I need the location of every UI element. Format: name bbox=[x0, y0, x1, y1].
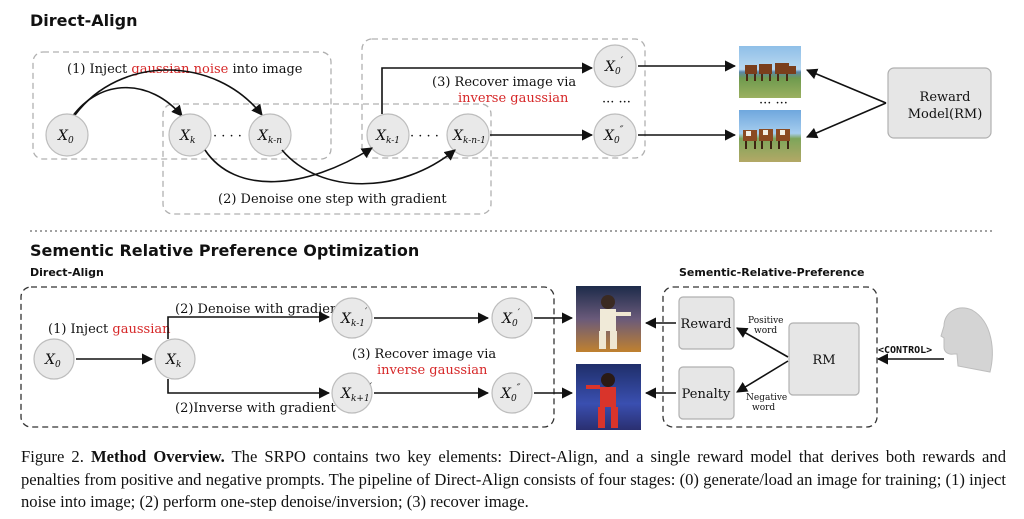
penalty-box: Penalty bbox=[678, 366, 735, 420]
node-xk-1-bottom: Xk-1′ bbox=[331, 297, 373, 339]
bottom-step1-label: (1) Inject gaussian bbox=[48, 322, 171, 337]
caption-bold: Method Overview. bbox=[90, 447, 225, 466]
section-heading-direct-align: Direct-Align bbox=[30, 11, 137, 30]
top-step2-label: (2) Denoise one step with gradient bbox=[218, 192, 447, 207]
svg-text:Penalty: Penalty bbox=[682, 387, 731, 402]
arrow-xk1-to-x0prime bbox=[381, 62, 594, 114]
subhead-srp: Sementic-Relative-Preference bbox=[679, 266, 865, 279]
negative-word-label-2: word bbox=[752, 403, 775, 413]
cow-image-bottom bbox=[739, 110, 801, 162]
svg-text:RM: RM bbox=[812, 353, 835, 368]
dots-xk-xkn: · · · · bbox=[213, 129, 242, 144]
positive-word-label: Positive bbox=[748, 316, 784, 326]
cow-image-top bbox=[739, 46, 801, 98]
method-diagram: Direct-Align (1) Inject gaussian noise i… bbox=[20, 11, 993, 430]
svg-text:Reward: Reward bbox=[681, 317, 732, 332]
node-x0prime-bottom: X0′ bbox=[491, 297, 533, 339]
denoise-region-box bbox=[162, 103, 492, 215]
figure-caption: Figure 2. Method Overview. The SRPO cont… bbox=[21, 446, 1006, 514]
arrow-rm-to-reward bbox=[736, 327, 789, 358]
caption-label: Figure 2. bbox=[21, 447, 84, 466]
direct-align-region bbox=[20, 286, 555, 428]
recover-region-box bbox=[361, 38, 646, 159]
reward-box: Reward bbox=[678, 296, 735, 350]
rm-box: RM bbox=[788, 322, 860, 396]
bottom-step2a-label: (2) Denoise with gradient bbox=[175, 302, 344, 317]
performer-image-bottom bbox=[576, 364, 641, 430]
node-x0dprime-top: X0″ bbox=[593, 113, 637, 157]
top-step3-label: (3) Recover image via bbox=[432, 75, 576, 90]
dots-xk1-xkn1: · · · · bbox=[410, 129, 439, 144]
node-xk1-top: Xk-1 bbox=[366, 113, 410, 157]
caption-text: The SRPO contains two key elements: Dire… bbox=[21, 447, 1006, 511]
node-x0-bottom: X0 bbox=[33, 338, 75, 380]
top-step3-red: inverse gaussian bbox=[458, 91, 569, 106]
node-x0-top: X0 bbox=[45, 113, 89, 157]
arrow-rm-to-penalty bbox=[736, 360, 789, 393]
positive-word-label-2: word bbox=[754, 326, 777, 336]
node-xk-top: Xk bbox=[168, 113, 212, 157]
arrow-xk-to-xk-1 bbox=[167, 311, 331, 339]
srp-region bbox=[662, 286, 878, 428]
arrow-xk-to-xk1 bbox=[204, 147, 373, 183]
performer-image-top bbox=[576, 286, 641, 352]
reward-model-box: Reward Model(RM) bbox=[887, 67, 992, 139]
bottom-step3-red: inverse gaussian bbox=[377, 363, 488, 378]
human-head-icon bbox=[940, 307, 993, 373]
bottom-step2b-label: (2)Inverse with gradient bbox=[175, 401, 337, 416]
noise-region-box bbox=[32, 51, 332, 160]
top-nodes-dots: ··· ··· bbox=[602, 95, 631, 110]
arrow-rm-to-image-bottom bbox=[805, 102, 887, 139]
arrow-x0-to-xkn bbox=[74, 69, 263, 116]
bottom-step3-label: (3) Recover image via bbox=[352, 347, 496, 362]
negative-word-label: Negative bbox=[746, 393, 787, 403]
arrow-rm-to-image-top bbox=[805, 68, 887, 104]
node-x0prime-top: X0′ bbox=[593, 44, 637, 88]
arrow-xkn-to-xkn1 bbox=[281, 149, 456, 185]
arrow-x0-to-xk bbox=[71, 86, 183, 118]
arrow-xk-to-xk+1 bbox=[167, 379, 331, 399]
node-x0dprime-bottom: X0″ bbox=[491, 372, 533, 414]
section-heading-srpo: Sementic Relative Preference Optimizatio… bbox=[30, 241, 419, 260]
top-step1-label: (1) Inject gaussian noise into image bbox=[67, 62, 303, 77]
image-dots: ··· ··· bbox=[759, 96, 788, 111]
svg-text:Model(RM): Model(RM) bbox=[908, 107, 983, 122]
node-xk+1-bottom: Xk+1′ bbox=[331, 372, 373, 414]
node-xk-bottom: Xk bbox=[154, 338, 196, 380]
svg-text:Reward: Reward bbox=[920, 90, 971, 105]
node-xkn1-top: Xk-n-1 bbox=[446, 113, 490, 157]
node-xkn-top: Xk-n bbox=[248, 113, 292, 157]
subhead-direct-align: Direct-Align bbox=[30, 266, 104, 279]
control-token-label: <CONTROL> bbox=[878, 345, 932, 356]
